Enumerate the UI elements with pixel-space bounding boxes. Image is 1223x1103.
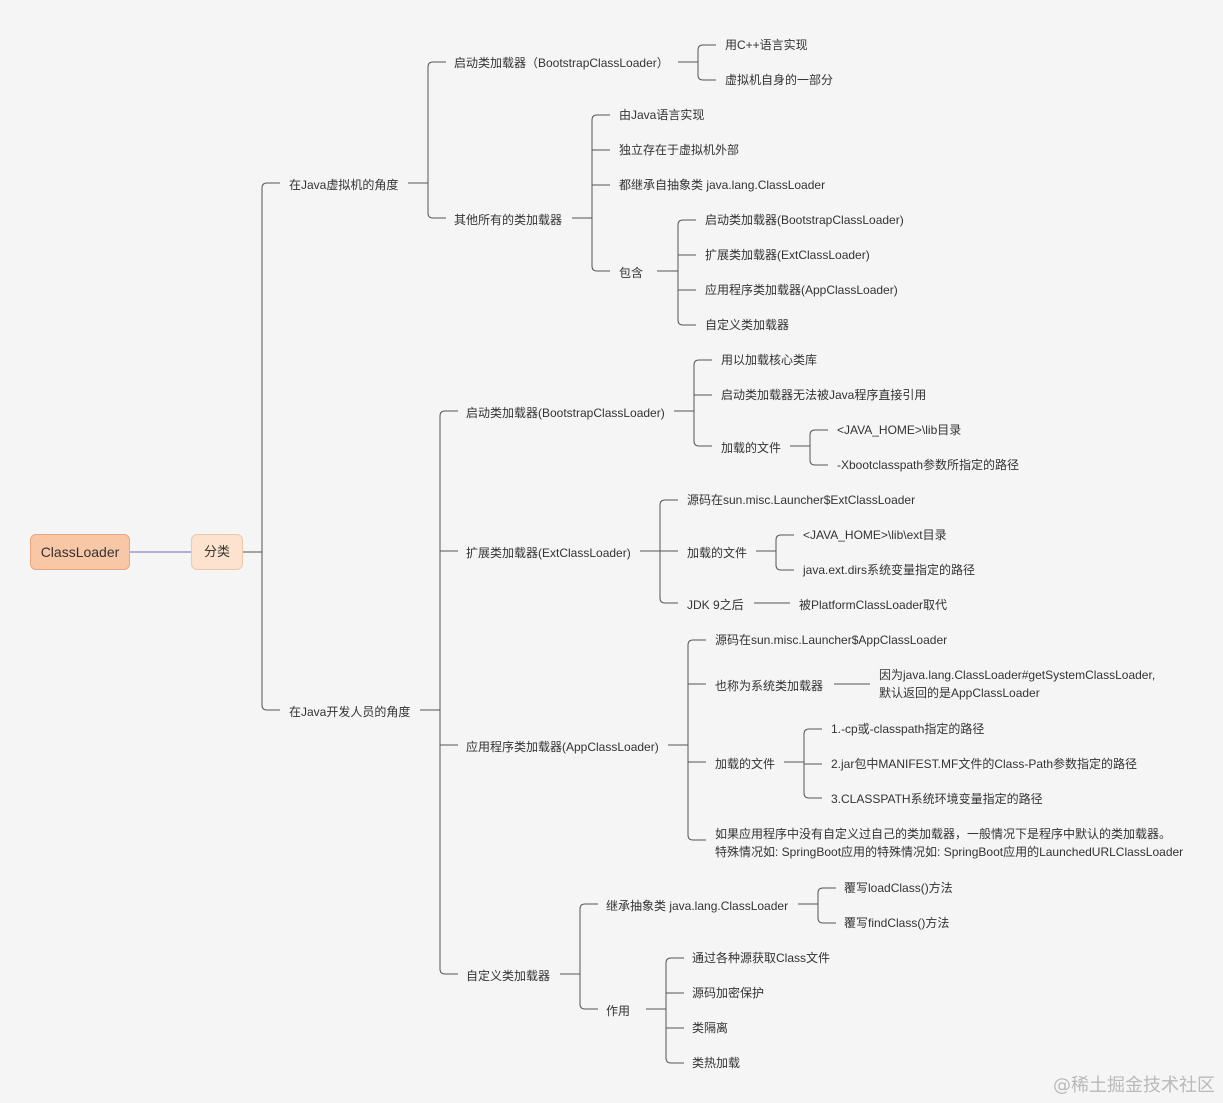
bracket-contains bbox=[677, 219, 696, 326]
node-dev-bootstrap-files[interactable]: 加载的文件 bbox=[721, 441, 782, 455]
node-bs-files-item-1[interactable]: <JAVA_HOME>\lib目录 bbox=[837, 423, 962, 437]
bracket-jvm bbox=[427, 61, 446, 219]
bracket-app bbox=[687, 639, 706, 841]
node-use-item-1[interactable]: 通过各种源获取Class文件 bbox=[692, 951, 831, 965]
node-custom-use[interactable]: 作用 bbox=[606, 1004, 631, 1018]
node-use-item-4[interactable]: 类热加载 bbox=[692, 1056, 741, 1070]
bracket-dev-bootstrap bbox=[693, 359, 712, 447]
node-app-system-value-2[interactable]: 默认返回的是AppClassLoader bbox=[879, 686, 1040, 700]
node-app-files-item-2[interactable]: 2.jar包中MANIFEST.MF文件的Class-Path参数指定的路径 bbox=[831, 757, 1138, 771]
node-dev-ext[interactable]: 扩展类加载器(ExtClassLoader) bbox=[466, 546, 631, 560]
bracket-dev bbox=[439, 410, 458, 975]
node-use-item-2[interactable]: 源码加密保护 bbox=[692, 986, 765, 1000]
bracket-use bbox=[665, 957, 684, 1064]
bracket-jvm-bootstrap bbox=[697, 44, 716, 81]
node-ext-source[interactable]: 源码在sun.misc.Launcher$ExtClassLoader bbox=[687, 493, 916, 507]
node-contains-item-2[interactable]: 扩展类加载器(ExtClassLoader) bbox=[705, 248, 870, 262]
node-app-system[interactable]: 也称为系统类加载器 bbox=[715, 679, 824, 693]
node-app-files[interactable]: 加载的文件 bbox=[715, 757, 776, 771]
node-others-item-2[interactable]: 独立存在于虚拟机外部 bbox=[619, 143, 740, 157]
node-ext-files-item-2[interactable]: java.ext.dirs系统变量指定的路径 bbox=[803, 563, 976, 577]
node-dev-app[interactable]: 应用程序类加载器(AppClassLoader) bbox=[466, 740, 659, 754]
node-app-system-value-1[interactable]: 因为java.lang.ClassLoader#getSystemClassLo… bbox=[879, 668, 1156, 682]
node-dev-bootstrap-item-1[interactable]: 用以加载核心类库 bbox=[721, 353, 818, 367]
node-ext-files[interactable]: 加载的文件 bbox=[687, 546, 748, 560]
node-jvm-bootstrap[interactable]: 启动类加载器（BootstrapClassLoader） bbox=[454, 56, 669, 70]
node-app-files-item-3[interactable]: 3.CLASSPATH系统环境变量指定的路径 bbox=[831, 792, 1043, 806]
node-jvm-bootstrap-item-2[interactable]: 虚拟机自身的一部分 bbox=[725, 73, 834, 87]
node-contains-item-4[interactable]: 自定义类加载器 bbox=[705, 318, 790, 332]
node-dev-bootstrap[interactable]: 启动类加载器(BootstrapClassLoader) bbox=[466, 406, 665, 420]
node-dev-view[interactable]: 在Java开发人员的角度 bbox=[289, 705, 411, 719]
node-app-note-1[interactable]: 如果应用程序中没有自定义过自己的类加载器，一般情况下是程序中默认的类加载器。 bbox=[715, 827, 1172, 841]
node-bs-files-item-2[interactable]: -Xbootclasspath参数所指定的路径 bbox=[837, 458, 1020, 472]
node-custom-inherit[interactable]: 继承抽象类 java.lang.ClassLoader bbox=[606, 899, 789, 913]
bracket-category bbox=[261, 182, 280, 711]
node-app-note-2[interactable]: 特殊情况如: SpringBoot应用的特殊情况如: SpringBoot应用的… bbox=[715, 845, 1184, 859]
node-jvm-view[interactable]: 在Java虚拟机的角度 bbox=[289, 178, 399, 192]
bracket-inherit bbox=[817, 887, 836, 924]
watermark: @稀土掘金技术社区 bbox=[1053, 1075, 1215, 1096]
node-app-files-item-1[interactable]: 1.-cp或-classpath指定的路径 bbox=[831, 722, 985, 736]
node-others-item-3[interactable]: 都继承自抽象类 java.lang.ClassLoader bbox=[619, 178, 826, 192]
node-app-source[interactable]: 源码在sun.misc.Launcher$AppClassLoader bbox=[715, 633, 948, 647]
node-ext-jdk9[interactable]: JDK 9之后 bbox=[687, 598, 744, 612]
node-others-item-1[interactable]: 由Java语言实现 bbox=[619, 108, 705, 122]
node-ext-files-item-1[interactable]: <JAVA_HOME>\lib\ext目录 bbox=[803, 528, 947, 542]
node-dev-custom[interactable]: 自定义类加载器 bbox=[466, 969, 551, 983]
bracket-custom bbox=[579, 903, 598, 1010]
node-inherit-item-2[interactable]: 覆写findClass()方法 bbox=[844, 916, 950, 930]
root-node[interactable]: ClassLoader bbox=[30, 534, 130, 570]
bracket-ext-files bbox=[775, 534, 794, 571]
bracket-jvm-others bbox=[591, 114, 610, 272]
node-use-item-3[interactable]: 类隔离 bbox=[692, 1021, 729, 1035]
node-contains-item-3[interactable]: 应用程序类加载器(AppClassLoader) bbox=[705, 283, 898, 297]
bracket-bs-files bbox=[809, 429, 828, 466]
node-jvm-bootstrap-item-1[interactable]: 用C++语言实现 bbox=[725, 38, 808, 52]
node-ext-jdk9-value[interactable]: 被PlatformClassLoader取代 bbox=[799, 598, 948, 612]
node-jvm-others[interactable]: 其他所有的类加载器 bbox=[454, 213, 563, 227]
node-contains-item-1[interactable]: 启动类加载器(BootstrapClassLoader) bbox=[705, 213, 904, 227]
node-contains[interactable]: 包含 bbox=[619, 266, 644, 280]
category-node[interactable]: 分类 bbox=[191, 534, 243, 570]
node-dev-bootstrap-item-2[interactable]: 启动类加载器无法被Java程序直接引用 bbox=[721, 388, 927, 402]
node-inherit-item-1[interactable]: 覆写loadClass()方法 bbox=[844, 881, 953, 895]
